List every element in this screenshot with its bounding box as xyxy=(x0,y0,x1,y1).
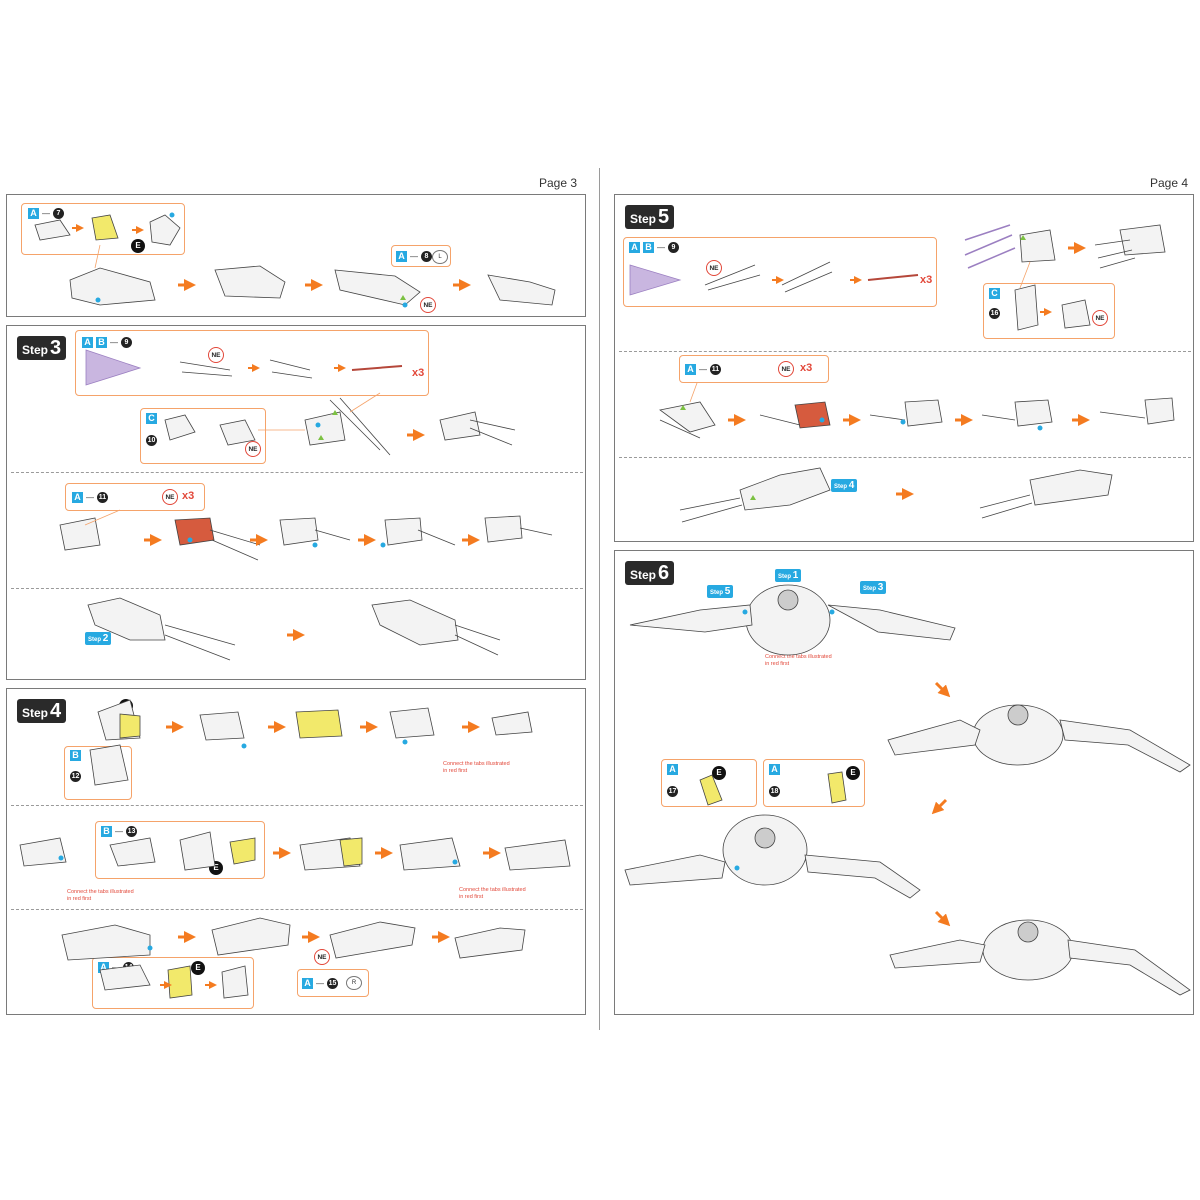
sub-assembly-box-14: A — 14 E xyxy=(92,957,254,1009)
ne-mark: NE xyxy=(778,361,794,377)
panel-step-2-continued: A — 7 E A — 8 L NE xyxy=(6,194,586,317)
mark-e: E xyxy=(712,766,726,780)
part-number-12: 12 xyxy=(70,771,81,782)
sub-assembly-box-18: A 18 E xyxy=(763,759,865,807)
tag-a: A xyxy=(667,764,678,775)
note-connect-tabs: Connect the tabs illustrated in red firs… xyxy=(67,889,134,902)
part-number-7: 7 xyxy=(53,208,64,219)
sub-assembly-box-17: A 17 E xyxy=(661,759,757,807)
right-marker: R xyxy=(346,976,362,990)
page-divider xyxy=(599,168,600,1030)
sub-assembly-box-9: A B — 9 NE x3 xyxy=(75,330,429,396)
part-number-11: 11 xyxy=(710,364,721,375)
mark-e: E xyxy=(846,766,860,780)
part-number-13: 13 xyxy=(126,826,137,837)
sub-assembly-box-13: B — 13 E xyxy=(95,821,265,879)
sub-assembly-box-7: A — 7 E xyxy=(21,203,185,255)
mark-e: E xyxy=(209,861,223,875)
section-divider xyxy=(11,805,583,806)
repeat-x3: x3 xyxy=(412,367,425,379)
tag-b: B xyxy=(101,826,112,837)
page-number-right: Page 4 xyxy=(1150,176,1189,190)
section-divider xyxy=(11,472,583,473)
ne-mark: NE xyxy=(162,489,178,505)
note-connect-tabs: Connect the tabs illustrated in red firs… xyxy=(443,761,510,774)
step-ref-5: Step 5 xyxy=(707,585,734,598)
section-divider xyxy=(11,909,583,910)
left-marker: L xyxy=(432,250,448,264)
tag-a: A xyxy=(302,978,313,989)
part-number-8: 8 xyxy=(421,251,432,262)
sub-assembly-box-12: B 12 xyxy=(64,746,132,800)
tag-a: A xyxy=(72,492,83,503)
part-number-16: 16 xyxy=(989,308,1000,319)
mark-e: E xyxy=(131,239,145,253)
part-number-9: 9 xyxy=(121,337,132,348)
note-connect-tabs: Connect the tabs illustrated in red firs… xyxy=(459,887,526,900)
tag-a: A xyxy=(98,962,109,973)
tag-a: A xyxy=(769,764,780,775)
part-number-11: 11 xyxy=(97,492,108,503)
section-divider xyxy=(619,457,1191,458)
ne-mark: NE xyxy=(314,949,330,965)
tag-a: A xyxy=(28,208,39,219)
ne-mark: NE xyxy=(1092,310,1108,326)
ne-mark: NE xyxy=(245,441,261,457)
sub-assembly-box-11b: A — 11 NE x3 xyxy=(679,355,829,383)
repeat-x3: x3 xyxy=(800,362,813,374)
tag-a: A xyxy=(685,364,696,375)
section-divider xyxy=(11,588,583,589)
part-number-9: 9 xyxy=(668,242,679,253)
tag-c: C xyxy=(146,413,157,424)
repeat-x3: x3 xyxy=(920,274,933,286)
mark-e: E xyxy=(191,961,205,975)
tag-b: B xyxy=(70,750,81,761)
part-number-14: 14 xyxy=(123,962,134,973)
sub-assembly-box-16: C 16 NE xyxy=(983,283,1115,339)
step-ref-4: Step 4 xyxy=(831,479,858,492)
page-number-left: Page 3 xyxy=(539,176,578,190)
note-connect-tabs: Connect the tabs illustrated in red firs… xyxy=(765,654,832,667)
sub-assembly-box-10: C 10 NE xyxy=(140,408,266,464)
step-ref-3: Step 3 xyxy=(860,581,887,594)
tag-a: A xyxy=(396,251,407,262)
part-number-17: 17 xyxy=(667,786,678,797)
ne-mark: NE xyxy=(706,260,722,276)
ne-mark: NE xyxy=(420,297,436,313)
mark-e: E xyxy=(119,699,133,713)
tag-a: A xyxy=(82,337,93,348)
sub-assembly-box-8: A — 8 L xyxy=(391,245,451,267)
sub-assembly-box-11: A — 11 NE x3 xyxy=(65,483,205,511)
tag-c: C xyxy=(989,288,1000,299)
tag-a: A xyxy=(629,242,640,253)
part-number-10: 10 xyxy=(146,435,157,446)
tag-b: B xyxy=(96,337,107,348)
sub-assembly-box-9b: A B — 9 NE x3 xyxy=(623,237,937,307)
sub-assembly-box-15: A — 15 R xyxy=(297,969,369,997)
tag-b: B xyxy=(643,242,654,253)
part-number-15: 15 xyxy=(327,978,338,989)
ne-mark: NE xyxy=(208,347,224,363)
section-divider xyxy=(619,351,1191,352)
repeat-x3: x3 xyxy=(182,490,195,502)
step-ref-1: Step 1 xyxy=(775,569,802,582)
part-number-18: 18 xyxy=(769,786,780,797)
step-ref-2: Step 2 xyxy=(85,632,112,645)
